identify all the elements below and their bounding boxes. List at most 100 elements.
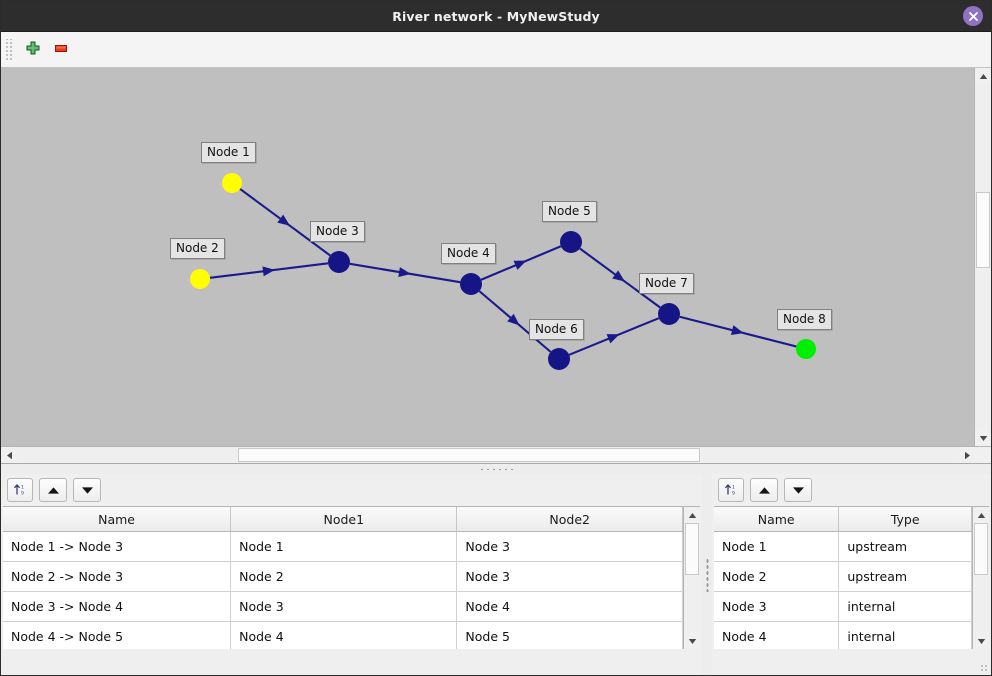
graph-node-label-node-6[interactable]: Node 6	[529, 319, 584, 340]
table-cell[interactable]: Node 2	[714, 561, 840, 592]
branches-toolbar: 1 9	[1, 474, 702, 506]
table-cell[interactable]: Node 5	[456, 621, 683, 649]
scroll-up-arrow-icon[interactable]	[973, 507, 989, 523]
edge-direction-arrow-icon	[262, 266, 275, 277]
graph-node-node-1[interactable]	[222, 173, 242, 193]
graph-node-node-5[interactable]	[560, 231, 582, 253]
table-cell[interactable]: Node 3	[714, 591, 840, 622]
scrollbar-corner	[975, 447, 991, 463]
vertical-scroll-thumb[interactable]	[685, 523, 699, 575]
remove-node-button[interactable]	[47, 36, 75, 64]
vertical-splitter[interactable]	[702, 474, 712, 675]
column-header-node1[interactable]: Node1	[230, 507, 458, 532]
graph-node-node-3[interactable]	[328, 251, 350, 273]
table-cell[interactable]: Node 4	[456, 591, 683, 622]
table-cell[interactable]: upstream	[838, 531, 972, 562]
graph-node-node-2[interactable]	[190, 269, 210, 289]
table-cell[interactable]: Node 3	[456, 561, 683, 592]
table-cell[interactable]: Node 3 -> Node 4	[3, 591, 232, 622]
branches-vertical-scrollbar[interactable]	[683, 507, 700, 649]
network-graph	[190, 173, 816, 370]
table-cell[interactable]: internal	[838, 621, 972, 649]
vertical-scroll-track[interactable]	[975, 84, 991, 430]
horizontal-scroll-track[interactable]	[17, 447, 959, 463]
resize-grip[interactable]	[980, 664, 988, 672]
horizontal-splitter[interactable]	[1, 463, 991, 474]
vertical-scroll-track[interactable]	[684, 523, 700, 633]
vertical-scroll-track[interactable]	[973, 523, 989, 633]
edge-direction-arrow-icon	[507, 313, 520, 326]
table-cell[interactable]: Node 4 -> Node 5	[3, 621, 232, 649]
graph-node-label-node-2[interactable]: Node 2	[170, 238, 225, 259]
graph-node-node-4[interactable]	[460, 273, 482, 295]
table-cell[interactable]: Node 4	[230, 621, 458, 649]
add-node-button[interactable]	[19, 36, 47, 64]
graph-node-label-node-8[interactable]: Node 8	[777, 309, 832, 330]
graph-node-label-node-3[interactable]: Node 3	[310, 221, 365, 242]
vertical-scroll-thumb[interactable]	[974, 523, 988, 575]
table-cell[interactable]: Node 4	[714, 621, 840, 649]
column-header-name[interactable]: Name	[3, 507, 232, 532]
table-cell[interactable]: Node 2	[230, 561, 458, 592]
scroll-down-arrow-icon[interactable]	[975, 430, 991, 446]
table-cell[interactable]: Node 3	[456, 531, 683, 562]
arrow-up-icon	[758, 483, 771, 498]
nodes-move-down-button[interactable]	[784, 478, 812, 502]
branches-move-down-button[interactable]	[73, 478, 101, 502]
column-header-node2[interactable]: Node2	[456, 507, 683, 532]
scroll-right-arrow-icon[interactable]	[959, 447, 975, 463]
nodes-move-up-button[interactable]	[750, 478, 778, 502]
table-cell[interactable]: Node 1	[230, 531, 458, 562]
table-cell[interactable]: Node 1	[714, 531, 840, 562]
close-icon[interactable]	[963, 6, 983, 26]
edge-direction-arrow-icon	[398, 267, 411, 277]
scroll-left-arrow-icon[interactable]	[1, 447, 17, 463]
scroll-up-arrow-icon[interactable]	[684, 507, 700, 523]
graph-node-label-node-7[interactable]: Node 7	[639, 273, 694, 294]
table-cell[interactable]: Node 2 -> Node 3	[3, 561, 232, 592]
graph-node-label-node-1[interactable]: Node 1	[201, 142, 256, 163]
svg-text:9: 9	[21, 490, 24, 496]
branches-pane: 1 9	[1, 474, 702, 675]
branches-footer	[1, 649, 702, 675]
nodes-sort-button[interactable]: 1 9	[718, 478, 744, 502]
table-cell[interactable]: Node 1 -> Node 3	[3, 531, 232, 562]
nodes-vertical-scrollbar[interactable]	[972, 507, 989, 649]
canvas-vertical-scrollbar[interactable]	[974, 68, 991, 446]
column-header-name[interactable]: Name	[714, 507, 840, 532]
scroll-down-arrow-icon[interactable]	[973, 633, 989, 649]
branches-move-up-button[interactable]	[39, 478, 67, 502]
canvas-horizontal-scrollbar[interactable]	[1, 446, 991, 463]
vertical-scroll-thumb[interactable]	[976, 192, 990, 268]
toolbar-drag-handle[interactable]	[5, 38, 13, 61]
column-header-type[interactable]: Type	[838, 507, 972, 532]
network-canvas[interactable]: Node 1 Node 2 Node 3 Node 4 Node 5 Node 6 Node…	[1, 68, 974, 446]
edge-direction-arrow-icon	[606, 334, 620, 344]
table-cell[interactable]: internal	[838, 591, 972, 622]
graph-node-node-7[interactable]	[658, 303, 680, 325]
table-cell[interactable]: upstream	[838, 561, 972, 592]
graph-node-label-node-4[interactable]: Node 4	[441, 243, 496, 264]
graph-node-node-8[interactable]	[796, 339, 816, 359]
branches-sort-button[interactable]: 1 9	[7, 478, 33, 502]
scroll-down-arrow-icon[interactable]	[684, 633, 700, 649]
graph-node-label-node-5[interactable]: Node 5	[542, 201, 597, 222]
scroll-up-arrow-icon[interactable]	[975, 68, 991, 84]
graph-node-node-6[interactable]	[548, 348, 570, 370]
nodes-pane: 1 9	[712, 474, 991, 675]
table-cell[interactable]: Node 3	[230, 591, 458, 622]
horizontal-scroll-thumb[interactable]	[238, 448, 700, 462]
sort-ascending-icon: 1 9	[13, 482, 27, 499]
